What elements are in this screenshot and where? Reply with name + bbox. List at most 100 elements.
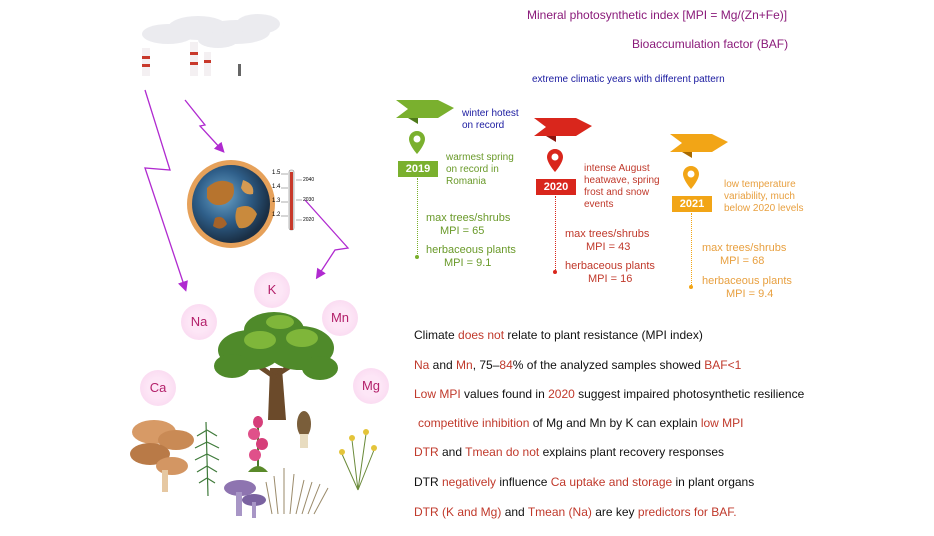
c4-highlight: low MPI: [700, 416, 744, 430]
c1-highlight: does not: [458, 328, 505, 342]
herb-mpi-2020: MPI = 16: [588, 273, 633, 285]
flag-2021-icon: [670, 134, 728, 158]
desc-2021: low temperature variability, much below …: [724, 179, 804, 214]
timeline-dot-2021: [689, 285, 693, 289]
c2-part: and: [429, 358, 457, 372]
morel-mushroom-icon: [297, 411, 311, 448]
c3-highlight: Low MPI: [414, 387, 461, 401]
wildflower-plant-icon: [339, 429, 377, 491]
c7-highlight: predictors for BAF.: [637, 505, 737, 519]
c3-part: values found in: [460, 387, 549, 401]
element-bubble-mg: Mg: [353, 368, 389, 404]
grass-icon: [265, 468, 329, 515]
c5-highlight: DTR: [414, 445, 439, 459]
trees-label-2021: max trees/shrubs: [702, 242, 787, 254]
year-badge-2020: 2020: [536, 179, 576, 195]
element-bubble-na: Na: [181, 304, 217, 340]
year-badge-2019: 2019: [398, 161, 438, 177]
thermo-year: 2020: [303, 217, 315, 223]
c5-highlight: do not: [505, 445, 540, 459]
timeline-dot-2019: [415, 255, 419, 259]
thermo-tick: 1.3: [272, 198, 281, 204]
c6-part: DTR: [414, 475, 442, 489]
herb-label-2019: herbaceous plants: [426, 244, 516, 256]
timeline-dot-2020: [553, 270, 557, 274]
c1-part: relate to plant resistance (MPI index): [504, 328, 703, 342]
c7-part: and: [501, 505, 528, 519]
climatic-years-note: extreme climatic years with different pa…: [532, 74, 725, 85]
timeline-2019: [417, 178, 418, 258]
thermo-year: 2040: [303, 177, 315, 183]
c6-highlight: negatively: [442, 475, 497, 489]
c2-part: , 75–: [472, 358, 500, 372]
thermo-tick: 1.2: [272, 212, 281, 218]
thermo-year: 2030: [303, 197, 315, 203]
c5-part: and: [438, 445, 466, 459]
trees-label-2019: max trees/shrubs: [426, 212, 511, 224]
c2-part: % of the analyzed samples showed: [512, 358, 705, 372]
arrow-globe-to-tree: [304, 199, 350, 280]
conclusion-6: DTR negatively influence Ca uptake and s…: [414, 475, 754, 490]
conclusion-7: DTR (K and Mg) and Tmean (Na) are key pr…: [414, 505, 737, 520]
c2-highlight: Mn: [456, 358, 473, 372]
c3-part: suggest impaired photosynthetic resilien…: [574, 387, 805, 401]
factory-smokestacks-illustration: [142, 14, 280, 76]
timeline-2021: [691, 213, 692, 287]
herb-label-2020: herbaceous plants: [565, 260, 655, 272]
c5-part: explains plant recovery responses: [539, 445, 724, 459]
year-badge-2021: 2021: [672, 196, 712, 212]
thermo-tick: 1.4: [272, 184, 281, 190]
timeline-2020: [555, 196, 556, 272]
c7-part: are key: [591, 505, 638, 519]
c6-highlight: Ca uptake and storage: [550, 475, 673, 489]
conclusion-2: Na and Mn, 75–84% of the analyzed sample…: [414, 358, 741, 373]
conclusion-1: Climate does not relate to plant resista…: [414, 328, 703, 343]
c1-part: Climate: [414, 328, 459, 342]
herb-mpi-2019: MPI = 9.1: [444, 257, 492, 269]
trees-mpi-2020: MPI = 43: [586, 241, 631, 253]
tree-illustration: [214, 312, 338, 420]
c6-part: in plant organs: [672, 475, 755, 489]
flag-2020-icon: [534, 118, 592, 142]
conclusion-3: Low MPI values found in 2020 suggest imp…: [414, 387, 804, 402]
c6-part: influence: [496, 475, 551, 489]
map-pin-2020-icon: [547, 149, 563, 172]
c5-highlight: Tmean: [465, 445, 503, 459]
winter-hotest-text: winter hotest on record: [462, 108, 532, 132]
desc-2020: intense August heatwave, spring frost an…: [584, 163, 660, 210]
element-bubble-ca: Ca: [140, 370, 176, 406]
trees-mpi-2021: MPI = 68: [720, 255, 765, 267]
c4-part: of Mg and Mn by K can explain: [529, 416, 701, 430]
c2-highlight: Na: [414, 358, 430, 372]
element-bubble-k: K: [254, 272, 290, 308]
earth-globe-illustration: [187, 160, 275, 248]
mpi-title: Mineral photosynthetic index [MPI = Mg/(…: [527, 8, 788, 22]
map-pin-2019-icon: [409, 131, 425, 154]
arrow-left-lightning: [144, 89, 188, 292]
c7-highlight: DTR (K and Mg): [414, 505, 502, 519]
purple-mushroom-icon: [224, 480, 266, 518]
thermo-tick: 1.5: [272, 170, 281, 176]
flag-2019-icon: [396, 100, 454, 124]
winter-hotest-text-label: winter hotest on record: [462, 108, 519, 131]
c3-highlight: 2020: [548, 387, 575, 401]
c4-highlight: competitive inhibition: [418, 416, 530, 430]
horsetail-plant-icon: [194, 421, 220, 497]
plants-and-fungi-illustration: [130, 411, 377, 518]
herb-label-2021: herbaceous plants: [702, 275, 792, 287]
c2-highlight: BAF<1: [704, 358, 742, 372]
trees-mpi-2019: MPI = 65: [440, 225, 485, 237]
baf-title: Bioaccumulation factor (BAF): [632, 37, 789, 51]
element-bubble-mn: Mn: [322, 300, 358, 336]
map-pin-2021-icon: [683, 166, 699, 189]
c7-highlight: Tmean (Na): [527, 505, 592, 519]
conclusion-5: DTR and Tmean do not explains plant reco…: [414, 445, 724, 460]
arrow-to-globe: [184, 99, 225, 153]
thermometer-scale: 1.5 1.4 1.3 1.2 2040 2030 2020: [272, 168, 314, 234]
herb-mpi-2021: MPI = 9.4: [726, 288, 774, 300]
desc-2019: warmest spring on record in Romania: [446, 152, 514, 187]
foxglove-flower-icon: [248, 416, 268, 472]
c2-highlight: 84: [499, 358, 513, 372]
oyster-mushroom-icon: [130, 420, 194, 492]
